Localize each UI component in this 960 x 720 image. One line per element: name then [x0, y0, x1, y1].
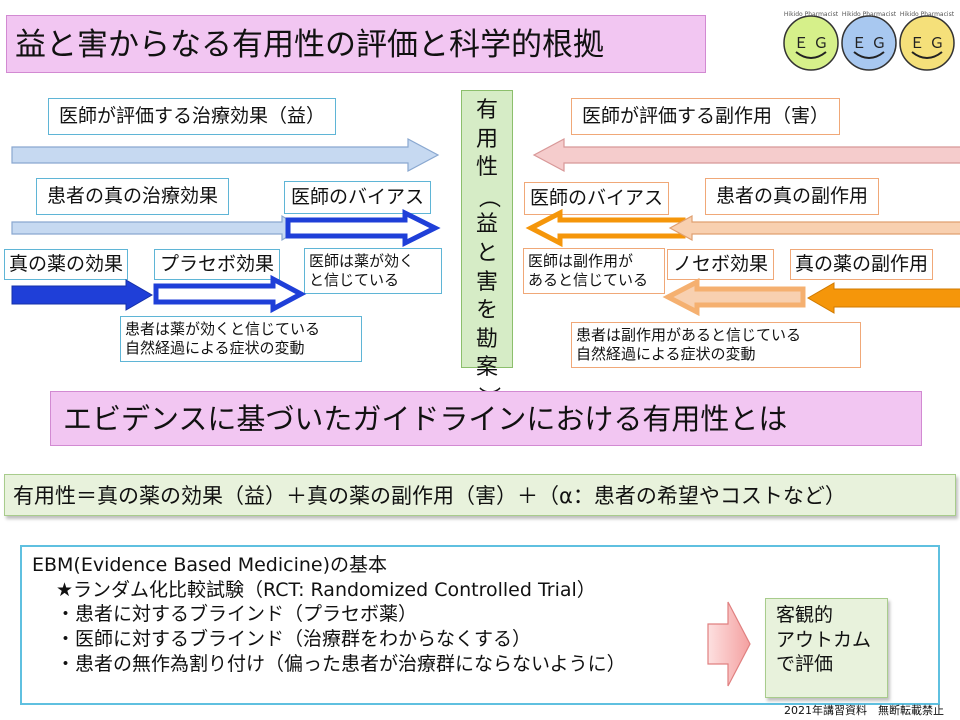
- right-patient-note: 患者は副作用があると信じている 自然経過による症状の変動: [571, 322, 861, 368]
- left-doctor-belief-note: 医師は薬が効く と信じている: [304, 248, 442, 294]
- right-doctor-bias-label: 医師のバイアス: [524, 182, 670, 215]
- doctor-harm-label: 医師が評価する副作用（害）: [571, 98, 841, 135]
- note-line: と信じている: [309, 270, 400, 289]
- logo-label: Ｅ Ｇ: [794, 34, 829, 52]
- vertical-char: 用: [475, 126, 498, 152]
- drug-true-effect-label: 真の薬の効果: [4, 249, 129, 280]
- note-line: 医師は薬が効く: [309, 252, 415, 270]
- guideline-heading: エビデンスに基づいたガイドラインにおける有用性とは: [50, 391, 922, 446]
- usefulness-formula: 有用性＝真の薬の効果（益）＋真の薬の副作用（害）＋（α：患者の希望やコストなど）: [4, 474, 956, 516]
- logo-arc-text: Hikido Pharmacist: [842, 11, 897, 18]
- objective-outcome-box: 客観的 アウトカム で評価: [765, 598, 888, 698]
- left-patient-note: 患者は薬が効くと信じている 自然経過による症状の変動: [120, 316, 362, 362]
- note-line: 患者は薬が効くと信じている: [125, 320, 321, 338]
- copyright-footer: 2021年講習資料 無断転載禁止: [784, 704, 944, 717]
- ebm-item: ・患者の無作為割り付け（偏った患者が治療群にならないように）: [56, 652, 626, 675]
- smiley-logo-blue: Ｅ Ｇ Hikido Pharmacist: [841, 11, 897, 71]
- right-doctor-belief-note: 医師は副作用が あると信じている: [523, 248, 665, 294]
- note-line: 自然経過による症状の変動: [125, 338, 305, 357]
- ebm-to-outcome-arrow: [707, 601, 751, 687]
- patient-true-side-arrow: [668, 214, 960, 242]
- page-title: 益と害からなる有用性の評価と科学的根拠: [6, 15, 706, 73]
- placebo-effect-label: プラセボ効果: [154, 249, 281, 280]
- ebm-item: ・患者に対するブラインド（プラセボ薬）: [56, 603, 418, 626]
- vertical-char: 性: [475, 155, 498, 181]
- drug-true-effect-arrow: [11, 279, 154, 311]
- usefulness-vertical-label: 有 用 性 （ 益 と 害 を 勘 案 ）: [461, 90, 513, 408]
- logo-label: Ｅ Ｇ: [852, 34, 887, 52]
- note-line: あると信じている: [528, 270, 649, 289]
- nocebo-effect-label: ノセボ効果: [667, 249, 775, 280]
- smiley-logo-green: Ｅ Ｇ Hikido Pharmacist: [783, 11, 839, 71]
- vertical-char: と: [475, 240, 498, 266]
- right-doctor-bias-arrow: [525, 208, 686, 248]
- ebm-item: ★ランダム化比較試験（RCT: Randomized Controlled Tr…: [56, 578, 596, 601]
- vertical-char: 勘: [475, 326, 498, 352]
- smiley-logo-yellow: Ｅ Ｇ Hikido Pharmacist: [899, 11, 955, 71]
- patient-true-effect-label: 患者の真の治療効果: [36, 178, 230, 215]
- outcome-line: 客観的: [776, 604, 834, 626]
- logo-arc-text: Hikido Pharmacist: [784, 11, 839, 18]
- patient-true-side-label: 患者の真の副作用: [705, 178, 880, 215]
- vertical-char: 益: [475, 212, 498, 238]
- outcome-line: で評価: [776, 653, 834, 676]
- left-doctor-bias-label: 医師のバイアス: [284, 181, 432, 214]
- vertical-char: を: [475, 298, 498, 324]
- logo-label: Ｅ Ｇ: [910, 34, 945, 52]
- doctor-harm-arrow: [532, 138, 960, 172]
- vertical-char: 案: [475, 355, 498, 381]
- vertical-char: （: [475, 186, 501, 209]
- note-line: 医師は副作用が: [528, 252, 634, 270]
- vertical-char: 害: [475, 269, 498, 295]
- ebm-item: ・医師に対するブラインド（治療群をわからなくする）: [56, 628, 532, 651]
- doctor-benefit-arrow: [11, 138, 440, 172]
- nocebo-effect-arrow: [662, 277, 806, 317]
- placebo-effect-arrow: [153, 274, 307, 314]
- left-doctor-bias-arrow: [285, 208, 441, 248]
- doctor-benefit-label: 医師が評価する治療効果（益）: [48, 98, 337, 135]
- note-line: 患者は副作用があると信じている: [576, 326, 802, 344]
- logo-arc-text: Hikido Pharmacist: [900, 11, 955, 18]
- patient-true-effect-arrow: [11, 214, 304, 242]
- drug-true-side-label: 真の薬の副作用: [790, 249, 934, 280]
- drug-true-side-arrow: [806, 282, 960, 314]
- vertical-char: 有: [475, 98, 498, 123]
- note-line: 自然経過による症状の変動: [576, 344, 756, 363]
- outcome-line: アウトカム: [776, 628, 872, 651]
- ebm-heading: EBM(Evidence Based Medicine)の基本: [32, 554, 387, 576]
